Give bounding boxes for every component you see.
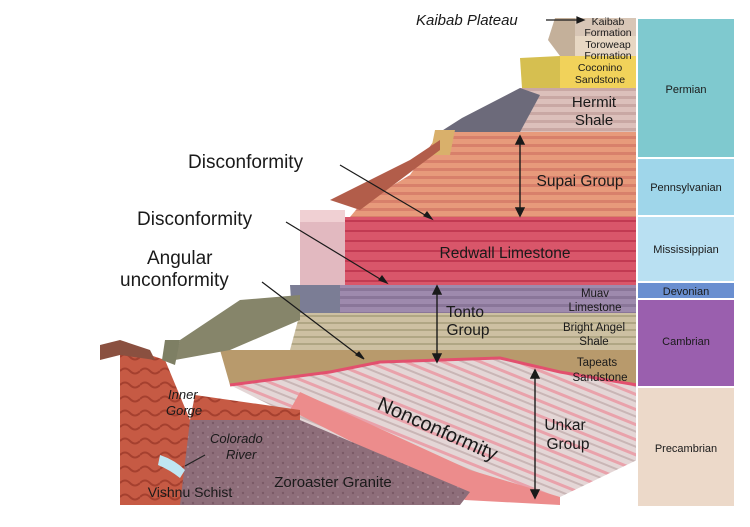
colorado-river-label-2: River (226, 447, 257, 462)
colorado-river-channel (158, 455, 185, 478)
hermit-shale-label-1: Hermit (572, 94, 617, 111)
period-permian-label: Permian (666, 84, 707, 96)
river-arrow (184, 454, 206, 467)
disconformity-upper-label: Disconformity (188, 152, 304, 173)
period-cambrian (636, 298, 736, 388)
inner-gorge-label-2: Gorge (166, 403, 202, 418)
schist-lower-right (190, 395, 300, 420)
tonto-group-label-1: Tonto (446, 304, 484, 321)
period-mississippian (636, 215, 736, 283)
hermit-shale-label-2: Shale (575, 112, 613, 129)
redwall-limestone-label: Redwall Limestone (440, 245, 571, 262)
leader-lines (261, 16, 586, 360)
supai-group-label: Supai Group (536, 173, 623, 190)
tapeats-sandstone-label-1: Tapeats (577, 357, 618, 369)
period-mississippian-label: Mississippian (653, 244, 718, 256)
kaibab-plateau-label: Kaibab Plateau (416, 12, 518, 29)
kaibab-layer (575, 18, 637, 36)
coconino-sandstone-label-1: Coconino (578, 62, 623, 74)
zoroaster-granite-body (180, 420, 470, 505)
bright-angel-shale-label-1: Bright Angel (563, 322, 625, 334)
nonconformity-band (290, 392, 560, 505)
toroweap-layer (575, 36, 637, 56)
bright-angel-layer (290, 313, 637, 350)
coconino-sandstone-label-2: Sandstone (575, 74, 625, 86)
vishnu-schist-label: Vishnu Schist (148, 484, 233, 500)
inner-gorge-label-1: Inner (168, 387, 198, 402)
colorado-river-label-1: Colorado (210, 431, 263, 446)
unkar-group-label-1: Unkar (544, 417, 585, 434)
angular-unconformity-label-1: Angular (147, 248, 213, 269)
angular-unconformity-label-2: unconformity (120, 270, 229, 291)
period-pennsylvanian-label: Pennsylvanian (650, 182, 722, 194)
muav-layer (340, 285, 637, 313)
period-precambrian-label: Precambrian (655, 443, 717, 455)
strata-block (120, 18, 638, 505)
tonto-group-label-2: Group (446, 322, 489, 339)
period-column: Permian Pennsylvanian Mississippian Devo… (636, 17, 736, 508)
bright-angel-shale-label-2: Shale (579, 336, 608, 348)
thickness-arrows (431, 134, 541, 500)
vishnu-schist-body (120, 345, 190, 505)
canyon-wall-profile (100, 18, 575, 365)
unconformity-line (229, 356, 638, 387)
kaibab-formation-label-1: Kaibab (592, 16, 625, 28)
period-pennsylvanian (636, 157, 736, 217)
redwall-layer (345, 217, 637, 285)
toroweap-formation-label-2: Formation (584, 50, 631, 62)
tapeats-layer (220, 350, 637, 385)
toroweap-formation-label-1: Toroweap (585, 39, 631, 51)
coconino-layer (560, 56, 637, 88)
muav-limestone-label-1: Muav (581, 288, 609, 300)
supai-layer (350, 132, 637, 217)
zoroaster-granite-label: Zoroaster Granite (274, 474, 392, 491)
muav-limestone-label-2: Limestone (568, 302, 621, 314)
unkar-group-label-2: Group (546, 436, 589, 453)
period-precambrian (636, 386, 736, 508)
disconformity-lower-label: Disconformity (137, 209, 253, 230)
kaibab-formation-label-2: Formation (584, 27, 631, 39)
tapeats-sandstone-label-2: Sandstone (573, 372, 628, 384)
period-permian (636, 17, 736, 159)
period-cambrian-label: Cambrian (662, 336, 710, 348)
period-devonian-label: Devonian (663, 286, 709, 298)
